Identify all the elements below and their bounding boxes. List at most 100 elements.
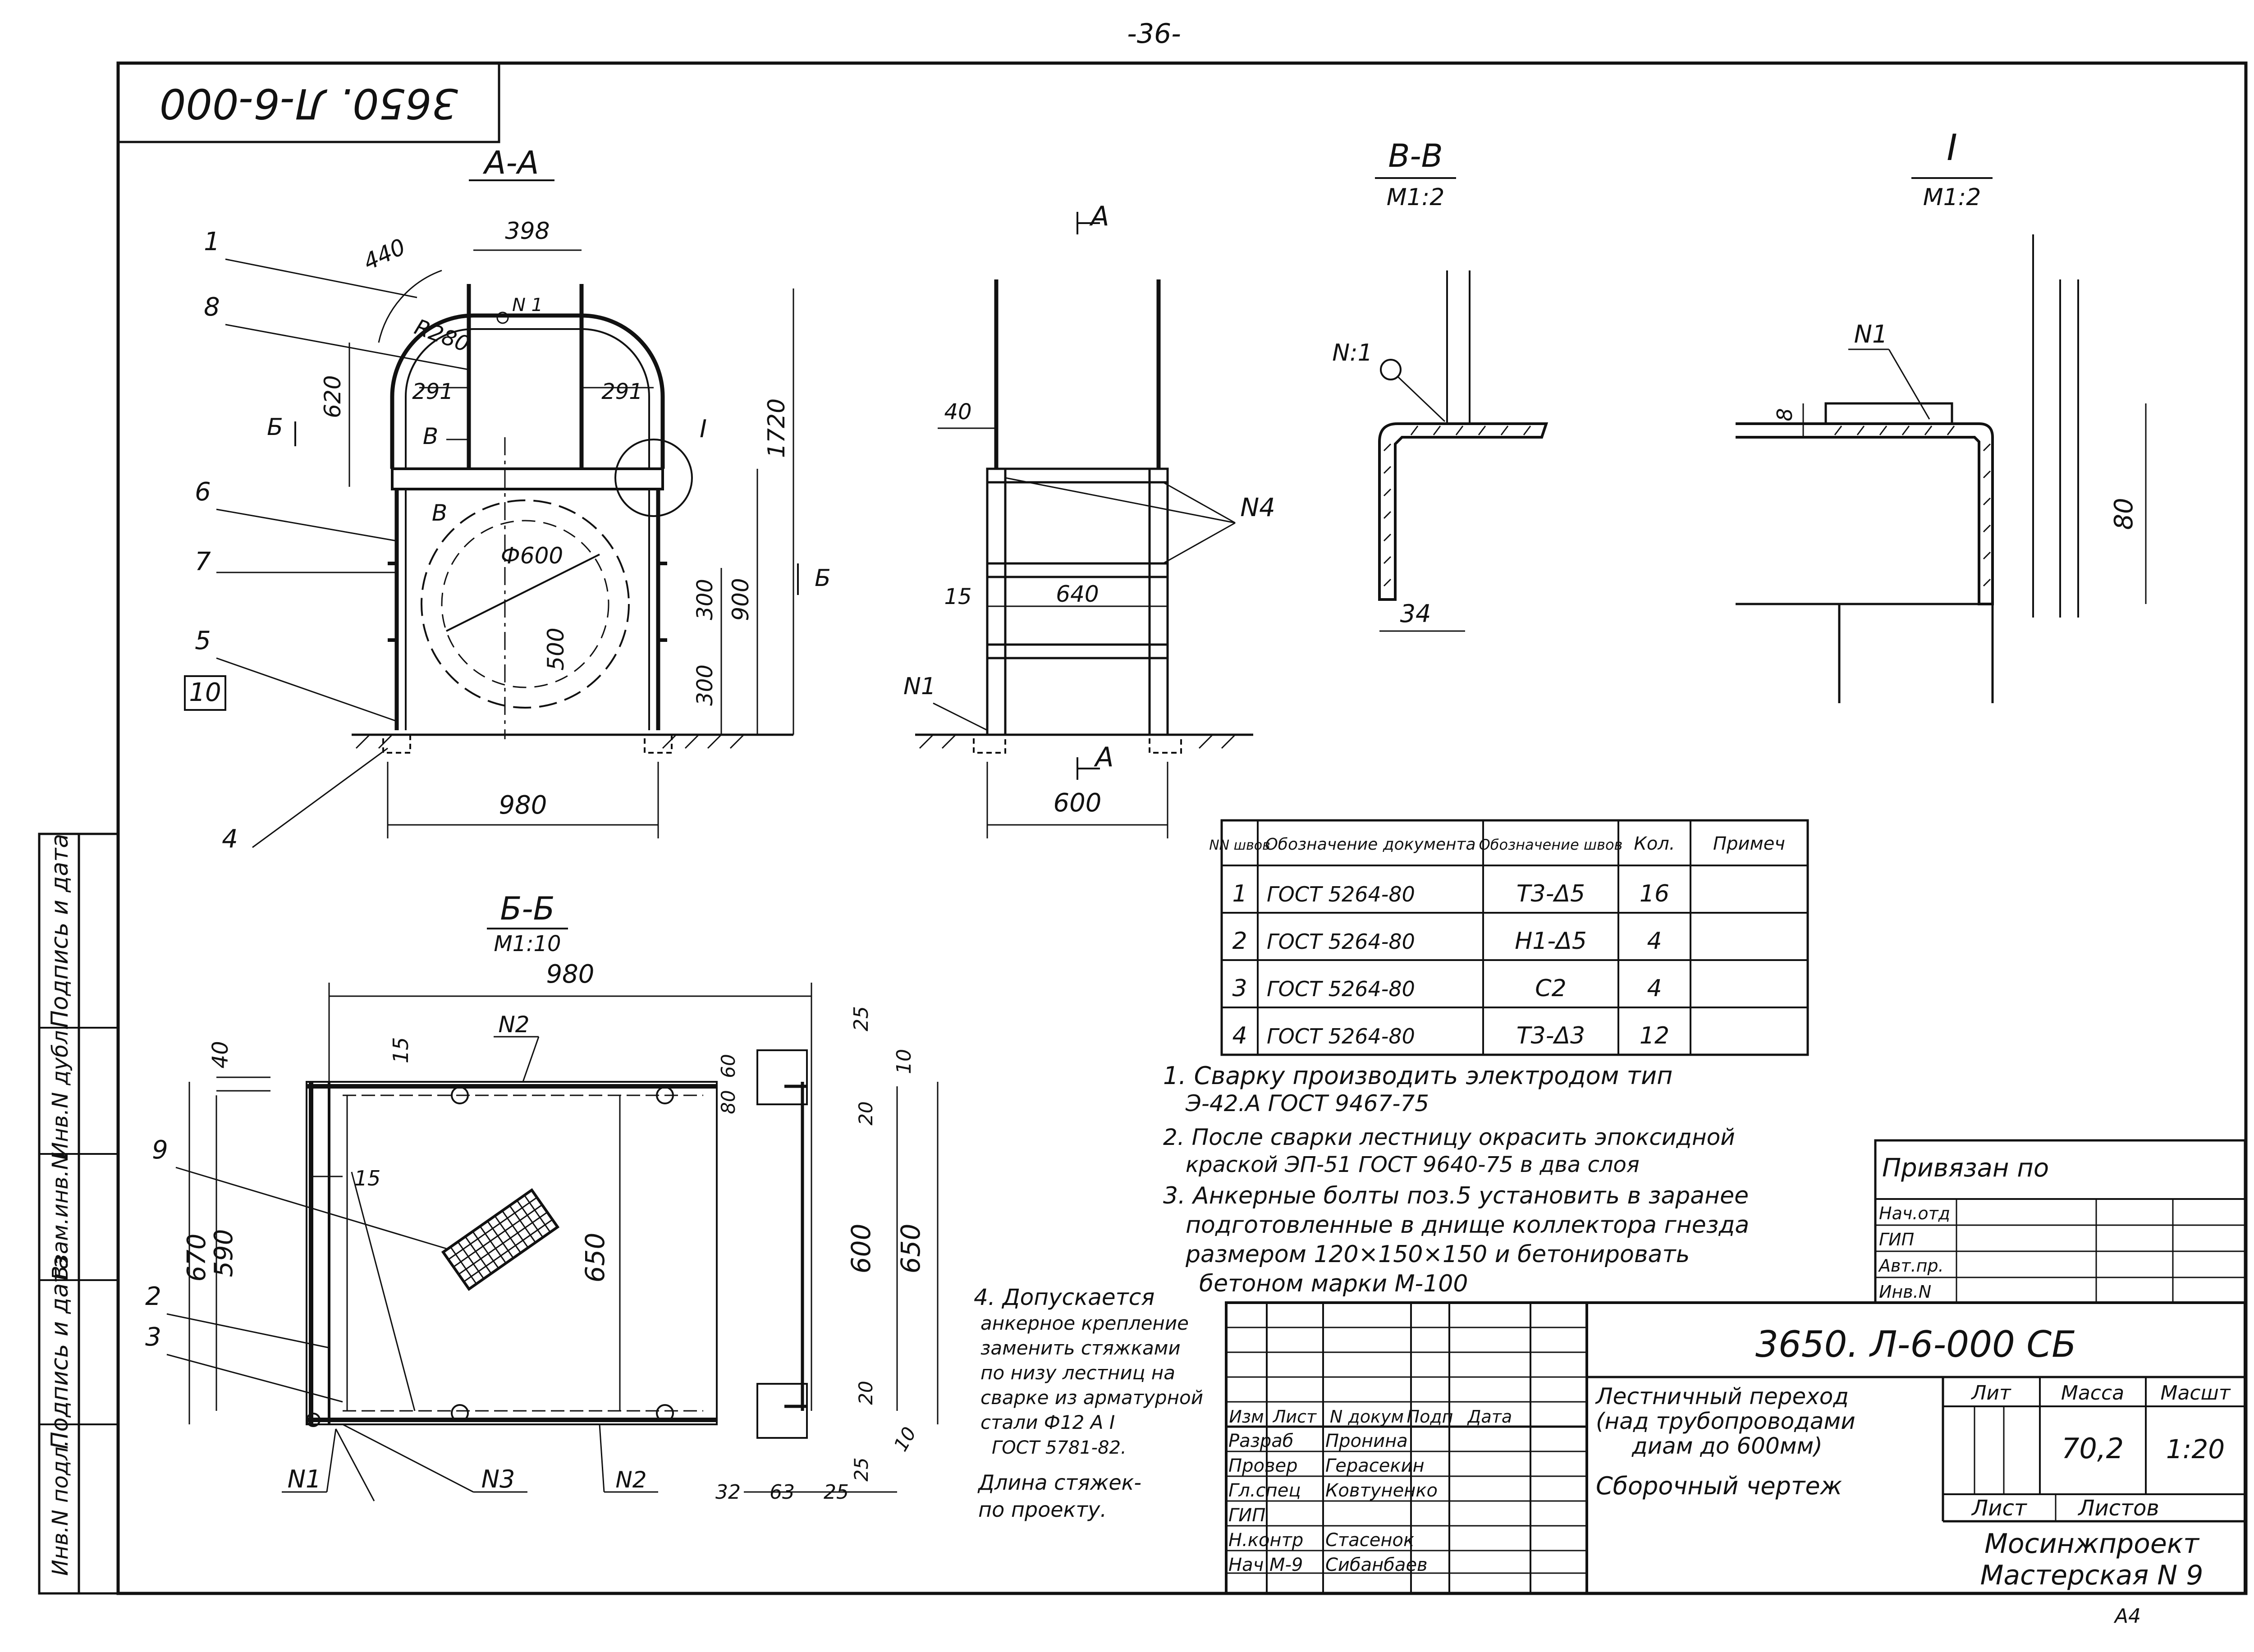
weld-table-header-doc: Обозначение документа bbox=[1265, 835, 1475, 854]
weld-table-header-qty: Кол. bbox=[1634, 833, 1675, 854]
dim-bb-b10: 10 bbox=[889, 1423, 921, 1455]
weld-table-cell: 3 bbox=[1232, 975, 1247, 1002]
side-step-mid bbox=[986, 562, 1169, 578]
callout-5: 5 bbox=[195, 626, 211, 655]
dim-bb-h650-right: 650 bbox=[895, 1224, 926, 1274]
binding-block: Привязан по Нач.отд ГИП Авт.пр. Инв.N bbox=[1874, 1139, 2246, 1304]
detail-i-scale: М1:2 bbox=[1923, 184, 1981, 211]
section-mark-b-left: Б bbox=[267, 414, 283, 441]
angle-profile-detail bbox=[1736, 422, 1994, 605]
weld-label-n1-bb: N1 bbox=[288, 1465, 321, 1493]
platform-frame-bb bbox=[306, 1081, 718, 1425]
note-line-6: подготовленные в днище коллектора гнезда bbox=[1186, 1212, 1749, 1239]
note4-line-8: Длина стяжек- bbox=[977, 1470, 1141, 1495]
view-vv: В-В М1:2 N:1 34 bbox=[1332, 137, 1548, 632]
weld-table-cell: 12 bbox=[1640, 1022, 1669, 1049]
dim-bb-d20-bottom: 20 bbox=[855, 1381, 877, 1405]
tb-name-line-2: (над трубопроводами bbox=[1596, 1408, 1855, 1434]
weld-table: NN швов Обозначение документа Обозначени… bbox=[1209, 819, 1809, 1056]
tb-role: Провер bbox=[1228, 1455, 1298, 1476]
platform-aa bbox=[391, 467, 664, 490]
weld-table-cell: Т3-Δ5 bbox=[1516, 880, 1585, 907]
binding-row-3: Авт.пр. bbox=[1878, 1256, 1944, 1276]
callout-10: 10 bbox=[189, 678, 221, 707]
note-line-5: 3. Анкерные болты поз.5 установить в зар… bbox=[1163, 1182, 1749, 1209]
handrail-arch bbox=[390, 313, 665, 469]
note-line-1: 1. Сварку производить электродом тип bbox=[1163, 1062, 1672, 1090]
tb-org-1: Мосинжпроект bbox=[1984, 1528, 2200, 1560]
designation-stamp: 3650. Л-6-000 bbox=[160, 79, 458, 128]
tb-doc-type: Сборочный чертеж bbox=[1596, 1472, 1842, 1500]
view-aa-title: А-А bbox=[482, 144, 539, 181]
binding-row-2: ГИП bbox=[1879, 1230, 1914, 1249]
tb-role: Нач М-9 bbox=[1228, 1555, 1303, 1575]
pipe-circle-aa bbox=[421, 499, 630, 709]
tb-col-izm: Изм bbox=[1229, 1407, 1264, 1427]
weld-label-n2-top: N2 bbox=[498, 1011, 529, 1038]
tb-col-list: Лист bbox=[1272, 1407, 1317, 1427]
dim-width-aa: 980 bbox=[499, 791, 547, 820]
weld-table-cell: Т3-Δ3 bbox=[1516, 1022, 1585, 1049]
tb-designation: 3650. Л-6-000 СБ bbox=[1755, 1323, 2076, 1365]
detail-i-title: I bbox=[1947, 127, 1957, 169]
page-number: -36- bbox=[1127, 18, 1181, 50]
weld-table-cell: С2 bbox=[1535, 975, 1566, 1002]
dim-bb-h650-mid: 650 bbox=[580, 1233, 610, 1283]
dim-arc: 440 bbox=[359, 233, 409, 275]
tb-person-name: Сибанбаев bbox=[1325, 1555, 1428, 1575]
note4-line-6: стали Ф12 А I bbox=[980, 1411, 1115, 1433]
weld-label-vv: N:1 bbox=[1332, 339, 1373, 366]
dim-bb-b25a: 25 bbox=[824, 1481, 849, 1504]
view-aa: А-А Ф600 500 398 440 R280 bbox=[184, 144, 831, 854]
side-step-top bbox=[986, 467, 1169, 484]
binding-row-1: Нач.отд bbox=[1879, 1204, 1950, 1223]
dim-left-step: 291 bbox=[412, 379, 454, 404]
general-notes: 1. Сварку производить электродом тип Э-4… bbox=[1163, 1062, 1749, 1297]
tb-mass-label: Масса bbox=[2061, 1382, 2124, 1405]
tb-sheet-label: Лист bbox=[1971, 1496, 2028, 1521]
weld-label-n3: N3 bbox=[481, 1465, 515, 1493]
tb-role: Н.контр bbox=[1228, 1530, 1303, 1551]
dim-left-height: 620 bbox=[320, 375, 346, 418]
tb-person-name: Герасекин bbox=[1325, 1455, 1425, 1476]
dim-bb-width: 980 bbox=[546, 960, 595, 989]
dim-bb-d80: 80 bbox=[717, 1090, 739, 1114]
section-a-top: А bbox=[1089, 201, 1109, 232]
dim-total-height: 1720 bbox=[763, 398, 790, 458]
view-vv-title: В-В bbox=[1388, 137, 1443, 174]
dim-bb-b63: 63 bbox=[770, 1481, 795, 1504]
callout-7: 7 bbox=[195, 547, 211, 577]
grating-mesh bbox=[441, 1188, 560, 1291]
tb-role: ГИП bbox=[1228, 1505, 1265, 1526]
weld-label-n1-side: N1 bbox=[903, 673, 936, 700]
view-vv-scale: М1:2 bbox=[1387, 184, 1445, 211]
dim-top-width: 398 bbox=[505, 218, 550, 245]
note-line-3: 2. После сварки лестницу окрасить эпокси… bbox=[1163, 1124, 1735, 1150]
weld-table-cell: 1 bbox=[1232, 880, 1247, 907]
dim-bb-h670: 670 bbox=[182, 1234, 211, 1282]
callout-1: 1 bbox=[204, 227, 220, 256]
section-mark-v-mid: В bbox=[432, 500, 447, 526]
designation-stamp-box bbox=[117, 62, 500, 143]
dim-right-step: 291 bbox=[601, 379, 643, 404]
tb-role: Гл.спец bbox=[1228, 1480, 1301, 1501]
margin-label-signature-2: Подпись и дата bbox=[46, 1255, 73, 1450]
tb-format: А4 bbox=[2113, 1605, 2141, 1628]
tb-col-doc: N докум bbox=[1330, 1407, 1404, 1427]
callout-6: 6 bbox=[195, 477, 211, 507]
weld-table-cell: 4 bbox=[1647, 975, 1662, 1002]
note-line-2: Э-42.А ГОСТ 9467-75 bbox=[1185, 1090, 1429, 1117]
dim-bb-h590: 590 bbox=[209, 1229, 238, 1277]
tb-scale: 1:20 bbox=[2166, 1434, 2225, 1464]
dim-bb-b25b: 25 bbox=[850, 1457, 872, 1481]
weld-table-cell: 2 bbox=[1232, 928, 1247, 955]
view-bb-scale: М1:10 bbox=[494, 931, 561, 956]
note4-line-5: сварке из арматурной bbox=[980, 1387, 1203, 1409]
weld-table-cell: ГОСТ 5264-80 bbox=[1267, 882, 1415, 906]
note4-line-1: 4. Допускается bbox=[974, 1284, 1154, 1310]
dim-center-height: 500 bbox=[543, 627, 569, 670]
dim-diameter: Ф600 bbox=[501, 543, 563, 569]
section-mark-v-top: В bbox=[423, 423, 438, 449]
